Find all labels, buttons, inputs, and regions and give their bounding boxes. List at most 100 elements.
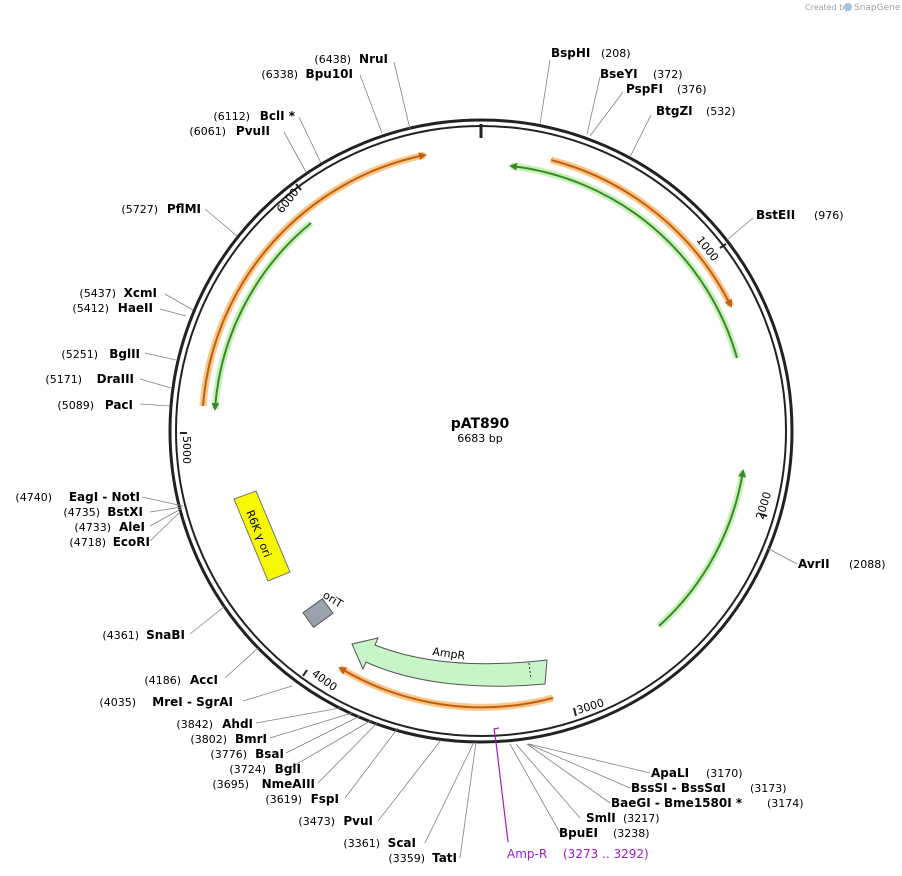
enzyme-position: (3802) bbox=[190, 733, 227, 746]
enzyme-name[interactable]: SmlI bbox=[586, 811, 616, 825]
orit-feature[interactable] bbox=[302, 597, 334, 629]
enzyme-position: (4718) bbox=[69, 536, 106, 549]
enzyme-name[interactable]: EcoRI bbox=[113, 535, 150, 549]
enzyme-name[interactable]: PflMI bbox=[167, 202, 201, 216]
enzyme-name[interactable]: SnaBI bbox=[146, 628, 185, 642]
enzyme-position: (5437) bbox=[79, 287, 116, 300]
enzyme-name[interactable]: BaeGI - Bme1580I * bbox=[611, 796, 743, 810]
enzyme-name[interactable]: PvuII bbox=[236, 124, 270, 138]
enzyme-position: (532) bbox=[706, 105, 736, 118]
enzyme-position: (5251) bbox=[61, 348, 98, 361]
backbone-outer-ring bbox=[168, 118, 794, 744]
enzyme-position: (6438) bbox=[314, 53, 351, 66]
enzyme-name[interactable]: PacI bbox=[105, 398, 133, 412]
enzyme-name[interactable]: PvuI bbox=[343, 814, 373, 828]
enzyme-name[interactable]: EagI - NotI bbox=[69, 490, 140, 504]
plasmid-size: 6683 bp bbox=[457, 432, 502, 445]
enzyme-position: (5412) bbox=[72, 302, 109, 315]
enzyme-name[interactable]: BmrI bbox=[235, 732, 267, 746]
enzyme-position: (5171) bbox=[45, 373, 82, 386]
tick-5000: 5000 bbox=[180, 436, 193, 464]
tick-1000-mark bbox=[719, 243, 727, 249]
credit-prefix: Created by bbox=[805, 3, 849, 12]
green-arc-right-halo bbox=[656, 470, 747, 629]
enzyme-name[interactable]: ApaLI bbox=[651, 766, 689, 780]
enzyme-position: (3361) bbox=[343, 837, 380, 850]
enzyme-name[interactable]: NmeAIII bbox=[262, 777, 315, 791]
tick-3000-mark bbox=[573, 707, 577, 717]
enzyme-position: (3842) bbox=[176, 718, 213, 731]
enzyme-leader-lines bbox=[139, 59, 798, 859]
enzyme-name[interactable]: XcmI bbox=[124, 286, 157, 300]
enzyme-name[interactable]: BtgZI bbox=[656, 104, 693, 118]
green-arrow-right bbox=[658, 469, 747, 627]
enzyme-name[interactable]: FspI bbox=[311, 792, 339, 806]
enzyme-name[interactable]: AccI bbox=[190, 673, 218, 687]
enzyme-name[interactable]: BglII bbox=[109, 347, 140, 361]
enzyme-position: (3776) bbox=[210, 748, 247, 761]
ampr-feature[interactable] bbox=[351, 637, 548, 687]
enzyme-name[interactable]: BsaI bbox=[255, 747, 284, 761]
green-arrow-left bbox=[211, 222, 312, 411]
enzyme-position: (976) bbox=[814, 209, 844, 222]
enzyme-position: (3359) bbox=[388, 852, 425, 865]
enzyme-name[interactable]: HaeII bbox=[118, 301, 153, 315]
enzyme-position: (4361) bbox=[102, 629, 139, 642]
enzyme-name[interactable]: AleI bbox=[119, 520, 145, 534]
enzyme-name[interactable]: ScaI bbox=[388, 836, 416, 850]
enzyme-name[interactable]: NruI bbox=[359, 52, 388, 66]
enzyme-name[interactable]: BpuEI bbox=[559, 826, 598, 840]
enzyme-labels: BspHI (208) BseYI (372) PspFI (376) BtgZ… bbox=[15, 46, 885, 865]
enzyme-position: (4740) bbox=[15, 491, 52, 504]
orange-arrow-right bbox=[550, 159, 732, 308]
orange-arrow-left bbox=[202, 152, 427, 407]
orange-arrow-bottom bbox=[338, 666, 554, 709]
enzyme-position: (3170) bbox=[706, 767, 743, 780]
ampr-label: AmpR bbox=[432, 645, 467, 662]
enzyme-position: (6061) bbox=[189, 125, 226, 138]
enzyme-name[interactable]: DraIII bbox=[97, 372, 134, 386]
enzyme-name[interactable]: BstEII bbox=[756, 208, 795, 222]
enzyme-position: (376) bbox=[677, 83, 707, 96]
primer-amp-r-name[interactable]: Amp-R bbox=[507, 847, 547, 861]
tick-2000: 2000 bbox=[753, 490, 774, 521]
orange-arc-left-halo bbox=[199, 151, 426, 407]
enzyme-position: (6112) bbox=[213, 110, 250, 123]
enzyme-name[interactable]: AhdI bbox=[222, 717, 253, 731]
tick-4000-mark bbox=[302, 669, 308, 677]
enzyme-position: (3217) bbox=[623, 812, 660, 825]
enzyme-name[interactable]: BclI * bbox=[260, 109, 296, 123]
enzyme-name[interactable]: TatI bbox=[432, 851, 457, 865]
enzyme-position: (3724) bbox=[229, 763, 266, 776]
enzyme-position: (3173) bbox=[750, 782, 787, 795]
enzyme-name[interactable]: MreI - SgrAI bbox=[152, 695, 233, 709]
enzyme-position: (5727) bbox=[121, 203, 158, 216]
enzyme-name[interactable]: BssSI - BssSαI bbox=[631, 781, 726, 795]
enzyme-position: (372) bbox=[653, 68, 683, 81]
enzyme-name[interactable]: BseYI bbox=[600, 67, 638, 81]
enzyme-position: (4186) bbox=[144, 674, 181, 687]
enzyme-name[interactable]: BstXI bbox=[107, 505, 143, 519]
enzyme-position: (208) bbox=[601, 47, 631, 60]
enzyme-position: (3695) bbox=[212, 778, 249, 791]
primer-amp-r-line bbox=[493, 727, 509, 843]
tick-2000-mark bbox=[759, 513, 768, 517]
enzyme-name[interactable]: BglI bbox=[275, 762, 301, 776]
snapgene-logo-icon bbox=[844, 3, 852, 11]
enzyme-position: (3174) bbox=[767, 797, 804, 810]
enzyme-position: (2088) bbox=[849, 558, 886, 571]
enzyme-position: (3619) bbox=[265, 793, 302, 806]
enzyme-position: (3473) bbox=[298, 815, 335, 828]
enzyme-position: (4733) bbox=[74, 521, 111, 534]
ampr-primer-mark bbox=[528, 662, 532, 680]
tick-6000: 6000 bbox=[274, 186, 301, 216]
enzyme-name[interactable]: Bpu10I bbox=[306, 67, 353, 81]
enzyme-name[interactable]: AvrII bbox=[798, 557, 830, 571]
enzyme-name[interactable]: PspFI bbox=[626, 82, 663, 96]
r6k-ori-feature[interactable] bbox=[233, 490, 291, 582]
enzyme-position: (4035) bbox=[99, 696, 136, 709]
enzyme-position: (3238) bbox=[613, 827, 650, 840]
enzyme-name[interactable]: BspHI bbox=[551, 46, 590, 60]
